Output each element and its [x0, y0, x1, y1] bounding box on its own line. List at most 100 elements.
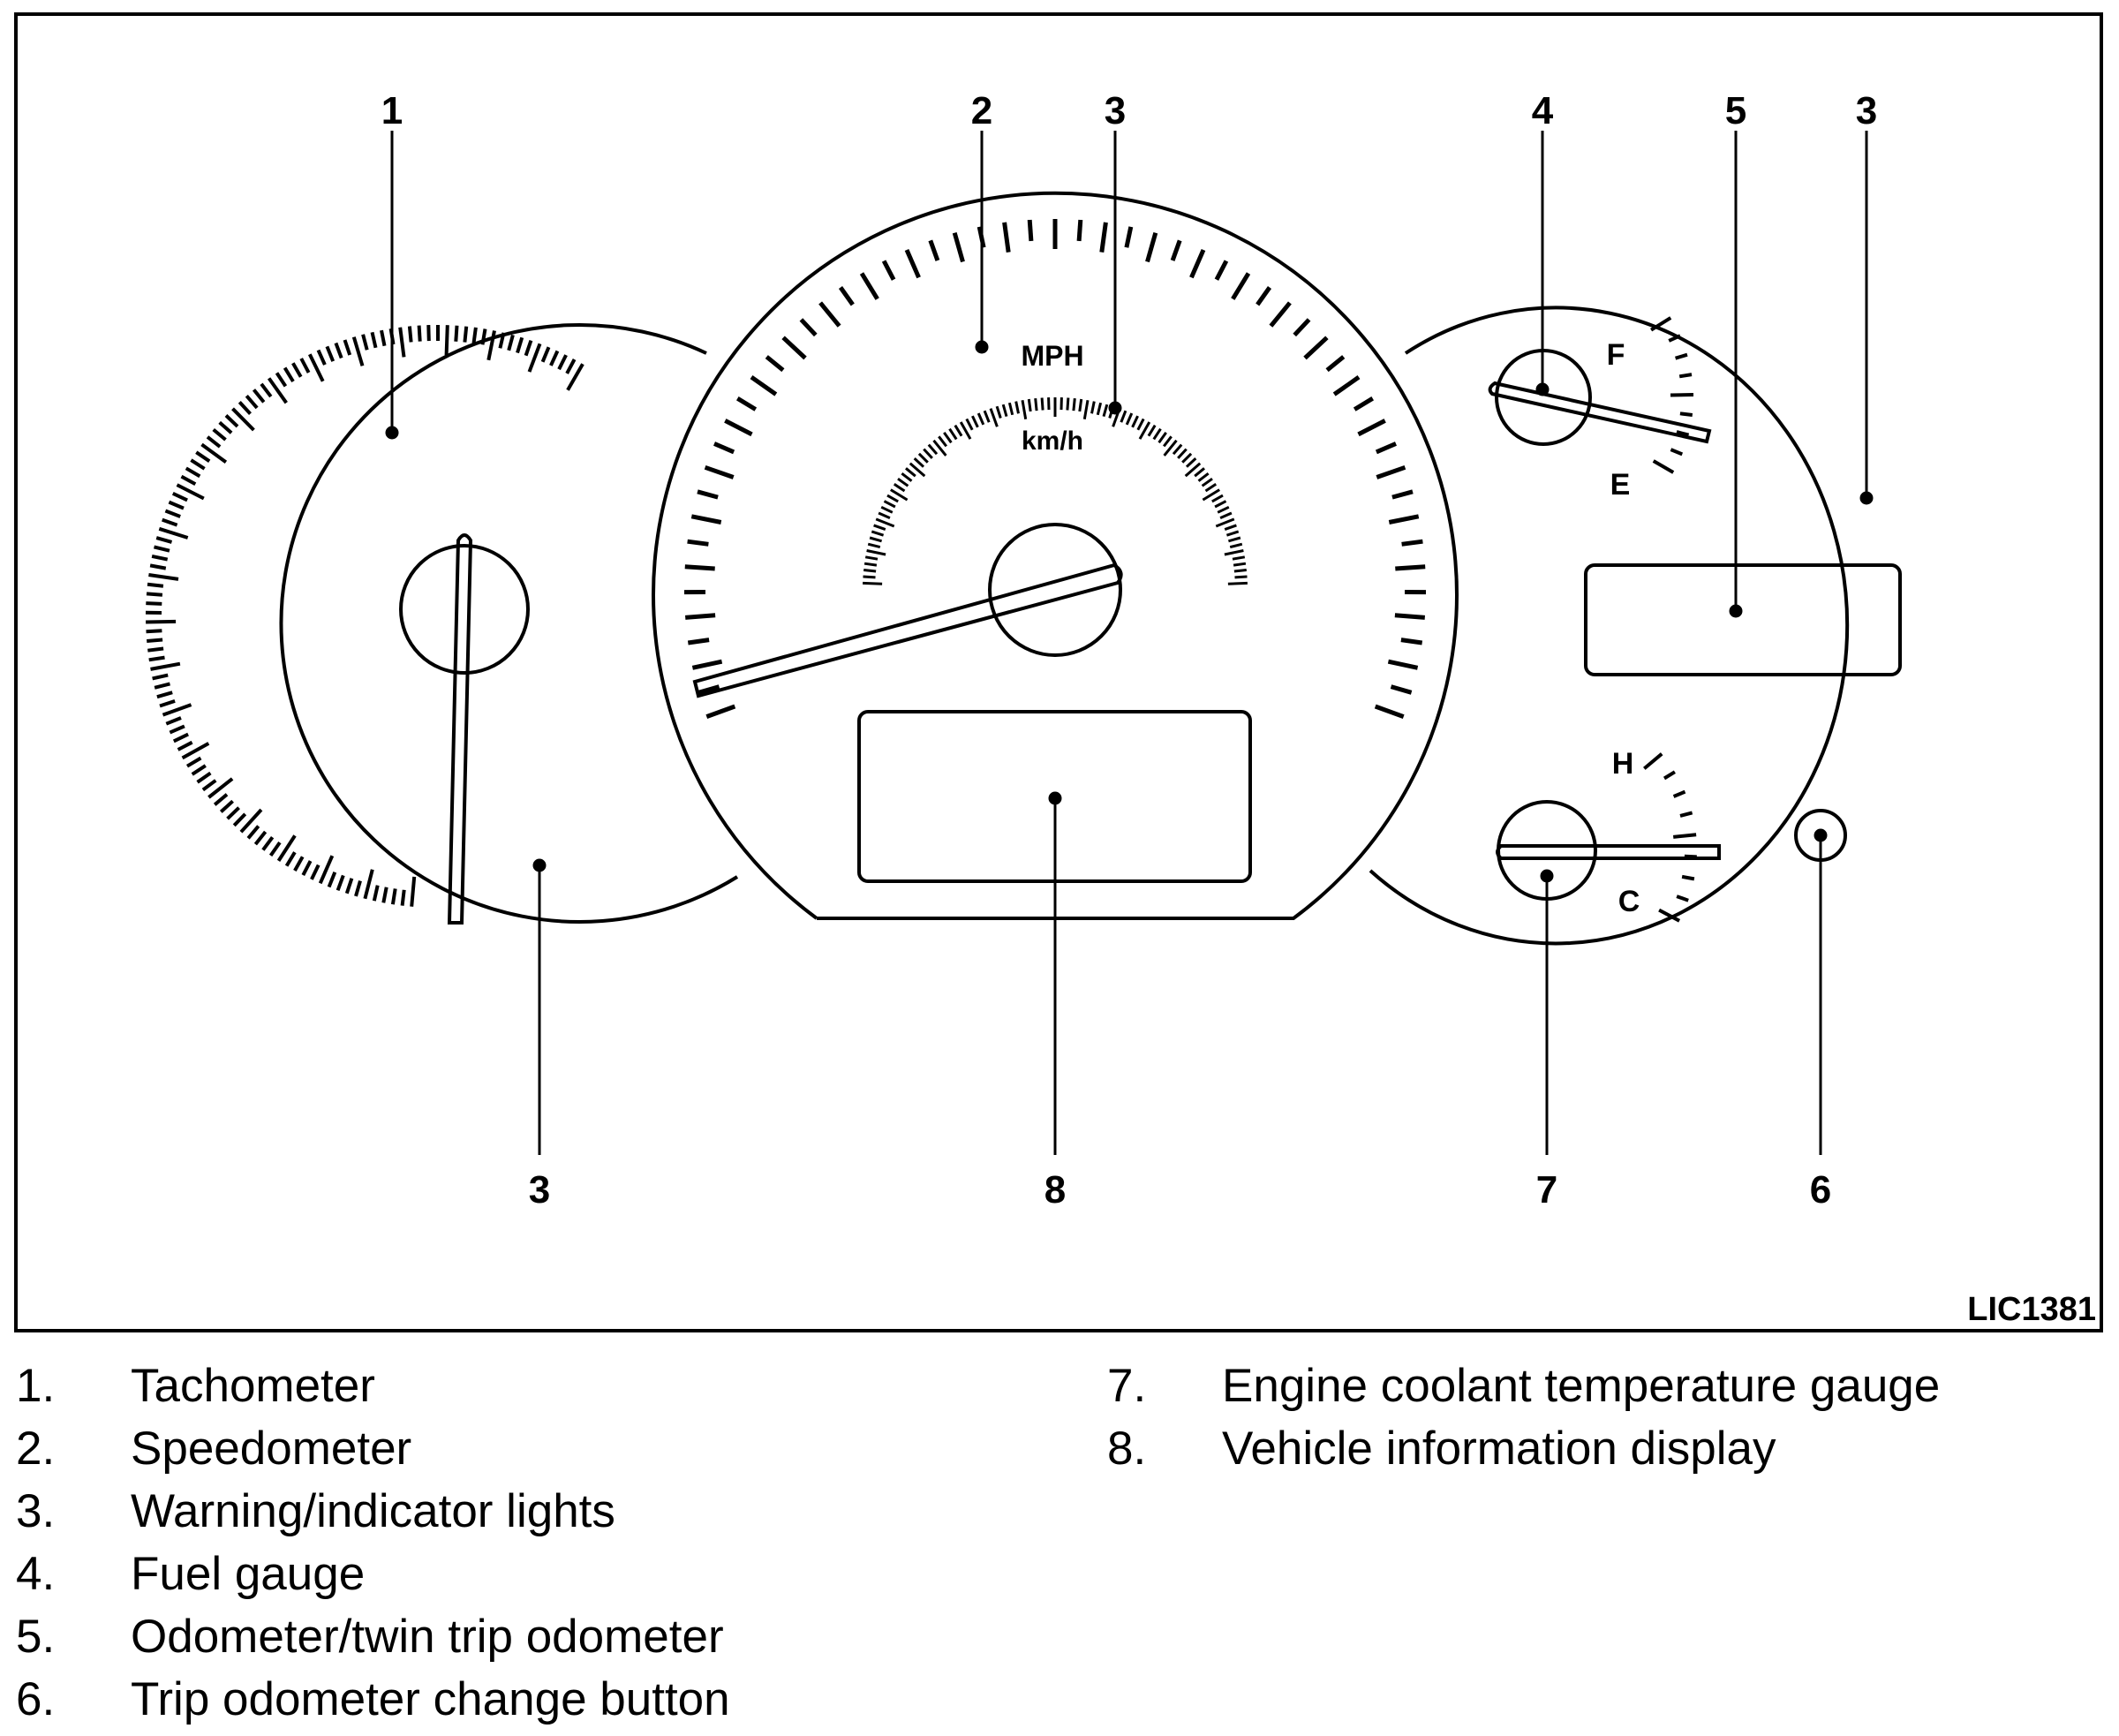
kmh-tick [883, 500, 896, 509]
tachometer-tick [261, 836, 275, 851]
kmh-tick [1163, 439, 1178, 457]
kmh-tick [1072, 397, 1076, 411]
tachometer-tick [148, 655, 165, 662]
speedometer-tick [1256, 286, 1272, 306]
tachometer-tick [200, 442, 228, 464]
kmh-tick [886, 494, 899, 503]
fuel-tick [1675, 352, 1688, 360]
tachometer-tick [390, 888, 397, 905]
tachometer-tick [407, 326, 413, 343]
fuel-gauge-ticks [1650, 316, 1694, 474]
speedometer-tick [697, 489, 719, 500]
kmh-tick [869, 536, 883, 543]
speedometer-tick [1099, 222, 1108, 253]
coolant-tick [1663, 770, 1676, 781]
kmh-tick [866, 549, 886, 556]
tachometer-tick [380, 329, 387, 347]
legend-number: 1. [16, 1360, 56, 1412]
kmh-tick [905, 467, 916, 478]
legend-item: 8. Vehicle information display [1107, 1417, 1940, 1480]
speedometer-tick [1325, 355, 1346, 373]
kmh-tick [1181, 452, 1193, 464]
legend-number: 8. [1107, 1423, 1147, 1475]
kmh-tick [1185, 457, 1197, 468]
tachometer-tick [516, 336, 524, 354]
kmh-tick [917, 452, 929, 464]
kmh-tick [863, 562, 878, 567]
kmh-tick [913, 457, 925, 468]
kmh-tick [1184, 462, 1202, 478]
speedometer-dial [652, 191, 1459, 920]
tachometer-tick [549, 350, 560, 366]
kmh-tick [1211, 494, 1224, 503]
speedometer-tick [1391, 489, 1414, 500]
speedometer-tick [687, 539, 709, 547]
kmh-tick [909, 462, 926, 478]
tachometer-tick [159, 698, 176, 708]
kmh-tick [1021, 399, 1028, 420]
tachometer-tick [426, 325, 431, 342]
speedometer-tick [724, 419, 753, 437]
tachometer-tick [275, 372, 288, 388]
kmh-tick [1197, 472, 1210, 482]
tachometer-tick [291, 362, 303, 378]
tachometer-tick [283, 366, 295, 383]
coolant-tick [1672, 833, 1697, 839]
tachometer-tick [398, 327, 406, 358]
tachometer-tick [146, 601, 162, 606]
tachometer-tick [180, 474, 197, 487]
tachometer-tick [190, 458, 206, 471]
speedometer-tick [1293, 318, 1311, 337]
kmh-tick [1158, 432, 1167, 444]
legend-label: Odometer/twin trip odometer [131, 1611, 724, 1663]
tachometer-tick [146, 619, 177, 624]
speedometer-tick [1145, 232, 1158, 263]
kmh-tick [1204, 483, 1218, 493]
kmh-tick [1007, 402, 1014, 416]
speedometer-tick [1353, 396, 1374, 411]
kmh-tick [1227, 581, 1248, 585]
kmh-tick [938, 435, 947, 448]
speedometer-tick [1027, 219, 1034, 242]
legend-column-right: 7. Engine coolant temperature gauge 8. V… [1107, 1355, 1940, 1480]
kmh-tick [880, 505, 894, 514]
tachometer-tick [147, 582, 164, 588]
tachometer-tick [410, 876, 417, 907]
kmh-tick [1138, 421, 1151, 440]
tachometer-tick [164, 509, 181, 518]
callout-number: 3 [529, 1168, 550, 1211]
legend-label: Warning/indicator lights [131, 1485, 615, 1537]
fuel-full-label: F [1607, 338, 1625, 372]
speedometer-tick [952, 232, 965, 263]
tachometer-tick [400, 889, 406, 906]
kmh-tick [901, 472, 913, 482]
coolant-tick [1679, 811, 1693, 818]
kmh-tick [1102, 404, 1109, 418]
tachometer-tick [148, 573, 179, 581]
coolant-gauge-ticks [1643, 752, 1697, 923]
tachometer-tick [162, 517, 178, 527]
tachometer-tick [165, 716, 182, 726]
fuel-tick [1678, 373, 1693, 379]
legend-column-left: 1. Tachometer 2. Speedometer 3. Warning/… [16, 1355, 730, 1731]
speedometer-tick [1395, 564, 1426, 571]
tachometer-tick [252, 389, 266, 404]
tachometer-tick [308, 353, 325, 382]
kmh-tick [893, 483, 906, 493]
speedometer-tick [1076, 219, 1083, 242]
tachometer-hub [399, 544, 530, 675]
kmh-scale-ticks [863, 397, 1248, 585]
kmh-tick [1229, 542, 1243, 549]
kmh-tick [890, 488, 909, 502]
speedometer-tick [904, 249, 921, 279]
coolant-tick [1658, 908, 1681, 923]
tachometer-tick [224, 414, 239, 428]
speedometer-tick [1374, 704, 1405, 719]
tachometer-tick [301, 860, 313, 877]
speedometer-tick [1388, 514, 1420, 525]
speedometer-tick [685, 613, 716, 620]
tachometer-tick [146, 592, 163, 597]
legend-item: 3. Warning/indicator lights [16, 1480, 730, 1543]
tachometer-tick [191, 764, 207, 776]
callout-7-dot [1540, 869, 1554, 883]
